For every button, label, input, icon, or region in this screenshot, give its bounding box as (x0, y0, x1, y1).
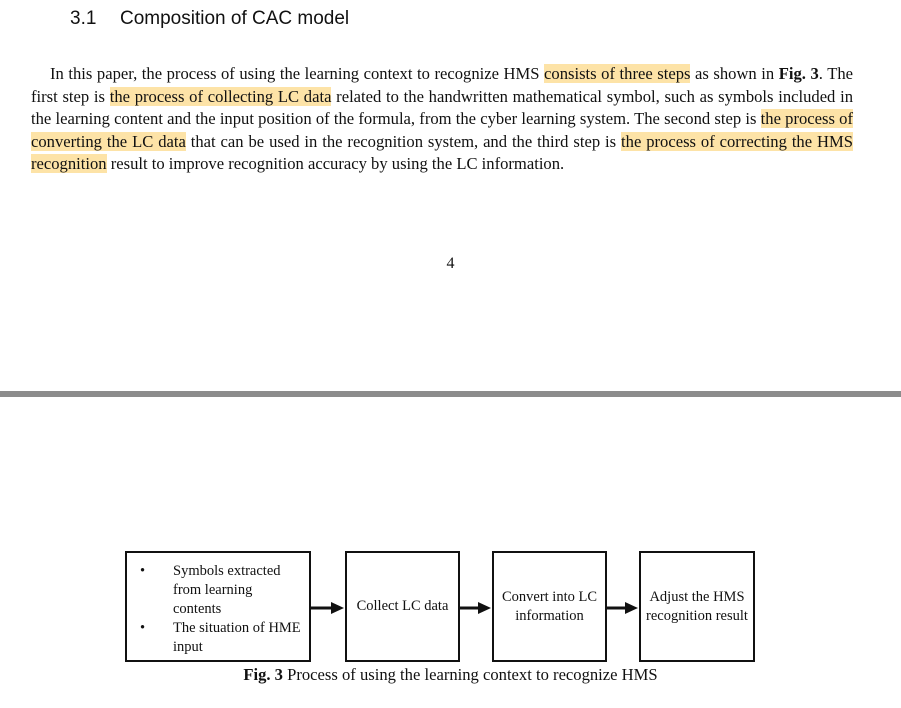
input-item: • Symbols extracted from learning content… (127, 562, 309, 619)
input-box: • Symbols extracted from learning content… (125, 551, 311, 662)
arrow-right-icon (607, 602, 638, 614)
page-divider (0, 391, 901, 397)
text-run: as shown in (690, 64, 779, 83)
bullet-icon: • (140, 620, 146, 636)
input-item: • The situation of HME input (127, 619, 309, 657)
text-run: . The first step is (31, 64, 854, 106)
section-title: Composition of CAC model (120, 8, 350, 29)
text-run: related to the handwritten mathematical … (31, 86, 853, 129)
bullet-icon: • (140, 563, 146, 579)
arrow-right-icon (460, 602, 491, 614)
caption-text: Process of using the learning context to… (282, 665, 658, 684)
collect-box: Collect LC data (345, 551, 460, 662)
text-run: that can be used in the recognition syst… (185, 131, 622, 151)
page-number: 4 (446, 255, 455, 272)
input-item-text: Symbols extracted from learning contents (173, 563, 281, 617)
arrow-right-icon (311, 602, 344, 614)
input-list: • Symbols extracted from learning content… (127, 553, 309, 657)
convert-box: Convert into LC information (492, 551, 607, 662)
collect-label: Collect LC data (356, 598, 449, 614)
body-paragraph: In this paper, the process of using the … (31, 63, 853, 176)
figure-reference: Fig. 3 (778, 64, 819, 83)
adjust-label: Adjust the HMS recognition result (646, 588, 748, 624)
caption-label: Fig. 3 (243, 665, 283, 684)
input-item-text: The situation of HME input (173, 620, 301, 655)
convert-label: Convert into LC information (501, 588, 598, 624)
highlight-collecting[interactable]: the process of collecting LC data (109, 86, 332, 106)
text-run: result to improve recognition accuracy b… (106, 154, 565, 174)
figure-caption: Fig. 3 Process of using the learning con… (0, 665, 901, 685)
text-run: In this paper, the process of using the … (50, 64, 545, 83)
section-number: 3.1 (70, 8, 97, 29)
adjust-box: Adjust the HMS recognition result (639, 551, 755, 662)
section-heading: 3.1 Composition of CAC model (70, 8, 349, 30)
highlight-three-steps[interactable]: consists of three steps (544, 64, 691, 83)
